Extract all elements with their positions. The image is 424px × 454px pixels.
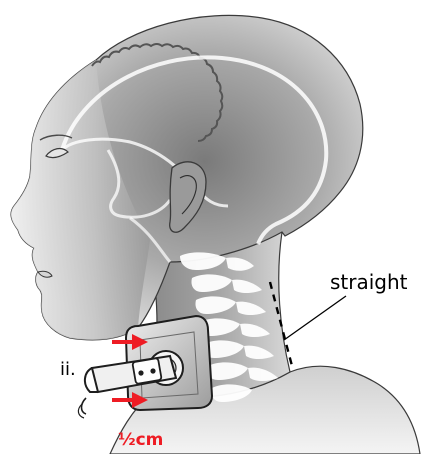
step-label: ii.	[60, 361, 76, 379]
gap-measure-label: ½cm	[118, 432, 163, 449]
straight-leader-line	[284, 296, 346, 340]
straight-label: straight	[330, 272, 408, 292]
